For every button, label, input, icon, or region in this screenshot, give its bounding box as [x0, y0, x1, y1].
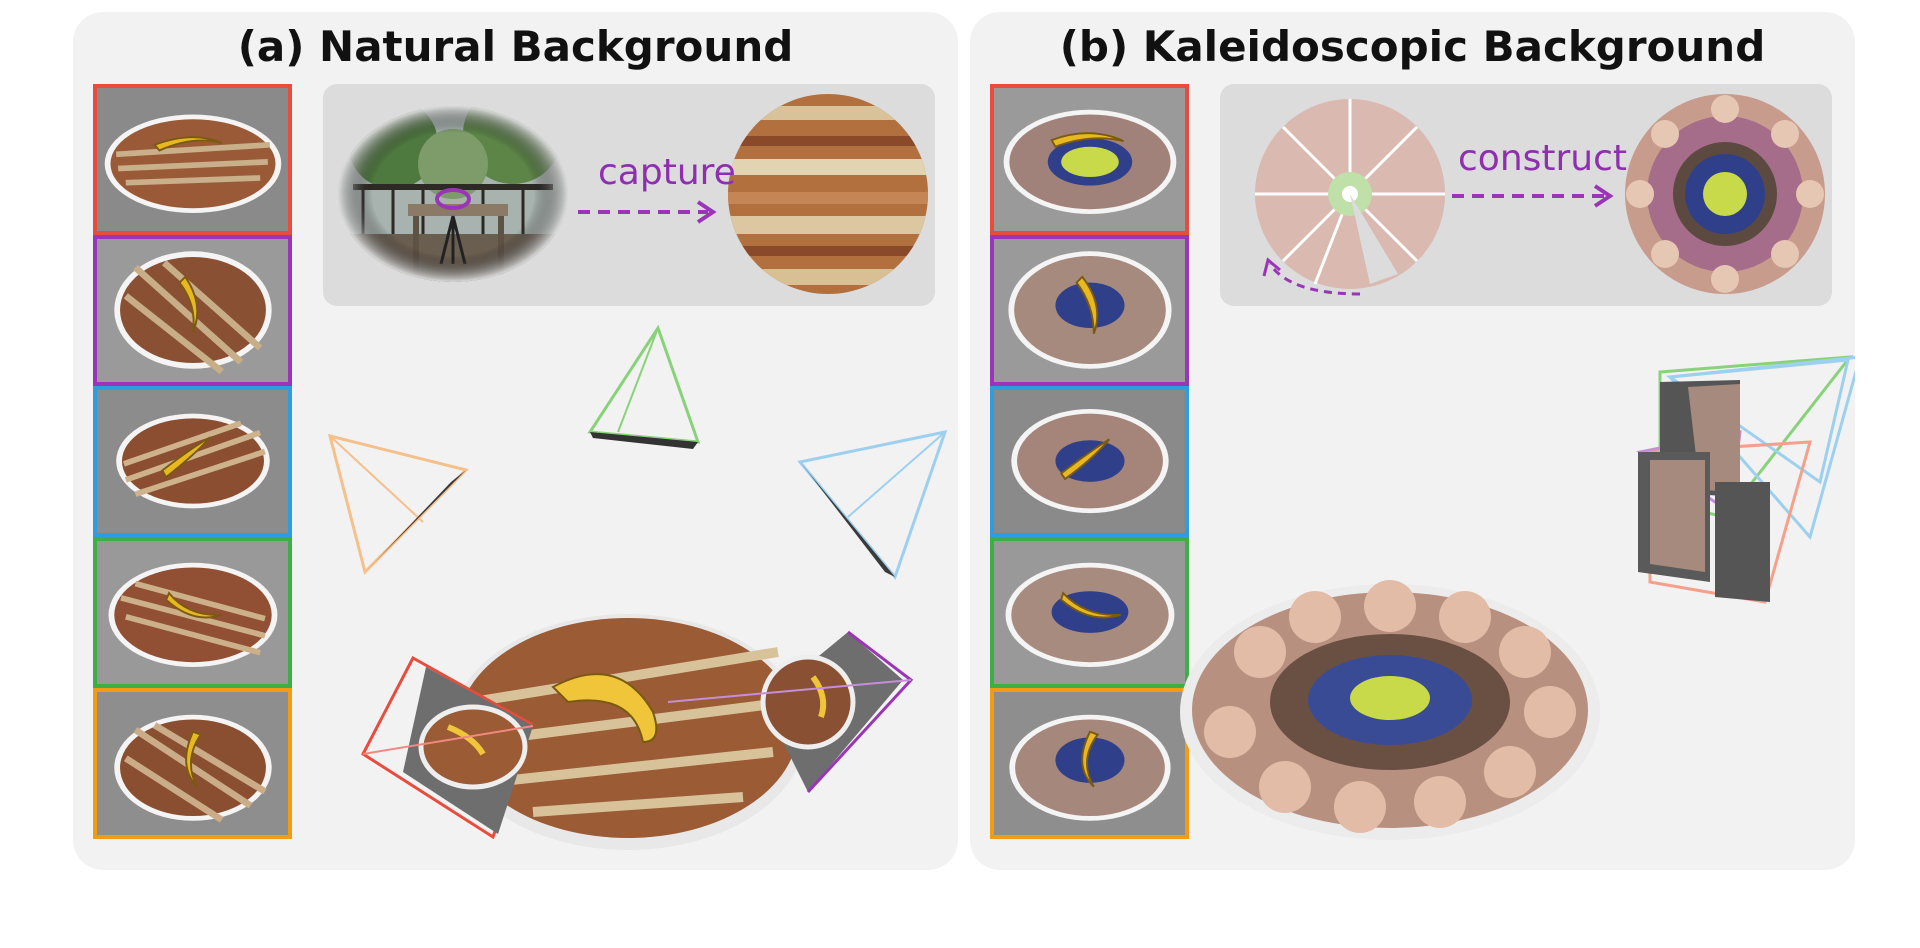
panel-natural-background: (a) Natural Background — [73, 12, 958, 870]
thumbnail-column — [990, 84, 1189, 839]
view-thumbnail — [93, 84, 292, 235]
reconstructed-kaleidoscope-table — [1180, 580, 1600, 840]
view-thumbnail — [990, 386, 1189, 537]
capture-marker — [435, 188, 471, 210]
kaleidoscopic-reconstruction-scene — [1180, 355, 1855, 840]
view-thumbnail — [990, 84, 1189, 235]
camera-cluster — [1636, 355, 1855, 604]
view-thumbnail — [990, 235, 1189, 386]
construct-label: construct — [1458, 138, 1628, 179]
rotate-arrow — [1268, 263, 1361, 296]
kaleidoscope-wedge-fan — [1255, 99, 1445, 289]
thumbnail-column — [93, 84, 292, 839]
camera-frustum — [327, 433, 469, 575]
construct-inset: construct — [1220, 84, 1832, 306]
view-thumbnail — [93, 235, 292, 386]
view-thumbnail — [93, 688, 292, 839]
camera-view-image — [667, 630, 914, 794]
natural-reconstruction-scene — [327, 324, 948, 850]
panel-kaleidoscopic-background: (b) Kaleidoscopic Background — [970, 12, 1855, 870]
capture-inset: capture — [323, 84, 935, 306]
camera-frustum — [587, 324, 701, 449]
view-thumbnail — [990, 537, 1189, 688]
capture-label: capture — [598, 152, 736, 193]
camera-view-image — [361, 655, 534, 840]
camera-frustum — [797, 429, 948, 581]
banana — [551, 673, 658, 744]
wood-texture-disc — [728, 94, 928, 294]
panel-title: (a) Natural Background — [237, 22, 794, 71]
kaleidoscope-disc — [1625, 94, 1825, 294]
panel-title: (b) Kaleidoscopic Background — [1059, 22, 1766, 71]
view-thumbnail — [93, 386, 292, 537]
reconstructed-table — [450, 614, 806, 850]
view-thumbnail — [93, 537, 292, 688]
view-thumbnail — [990, 688, 1189, 839]
